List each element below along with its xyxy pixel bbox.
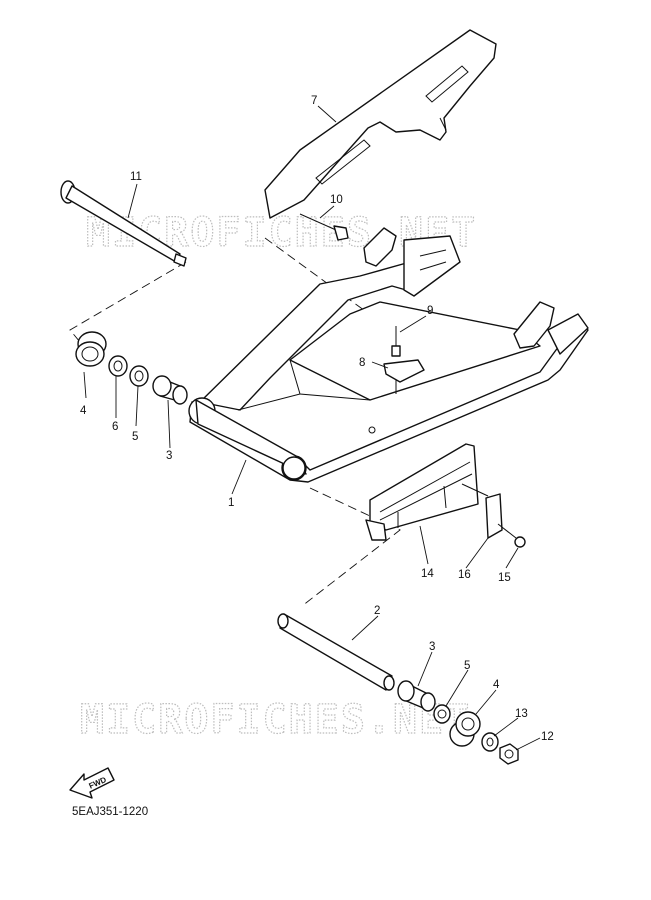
ring-5-right (433, 704, 451, 724)
callout-5-left: 5 (132, 431, 138, 443)
lower-shaft (277, 613, 395, 691)
callout-3-right: 3 (429, 641, 435, 653)
callout-7: 7 (311, 95, 317, 107)
collar-3-left (152, 375, 188, 405)
callout-11: 11 (130, 171, 142, 183)
nut-12 (499, 743, 519, 765)
callout-15: 15 (498, 572, 511, 584)
bracket-8 (383, 359, 425, 394)
callout-13: 13 (515, 708, 528, 720)
callout-10: 10 (330, 194, 343, 206)
callout-numbers: 7 10 11 9 8 4 6 5 3 1 14 16 15 2 3 5 4 1… (80, 95, 554, 743)
assembly-guide-lines (69, 237, 401, 607)
callout-14: 14 (421, 568, 434, 580)
callout-16: 16 (458, 569, 471, 581)
callout-1: 1 (228, 497, 234, 509)
bolt-9 (391, 326, 401, 357)
callout-6: 6 (112, 421, 118, 433)
callout-8: 8 (359, 357, 365, 369)
chain-slider (365, 443, 479, 541)
washer-6 (108, 355, 128, 377)
collar-3-right (397, 680, 436, 712)
watermark-bottom: MICROFICHES.NET (80, 697, 471, 743)
bushing-cup-right (449, 711, 481, 747)
forward-arrow-icon: FWD (69, 767, 115, 799)
bushing-cup-left (75, 331, 107, 367)
callout-3-left: 3 (166, 450, 172, 462)
callout-4-left: 4 (80, 405, 87, 417)
callout-2: 2 (374, 605, 380, 617)
washer-13 (481, 732, 499, 752)
screw-15 (497, 523, 526, 548)
diagram-code: 5EAJ351-1220 (72, 806, 149, 818)
callout-4-right: 4 (493, 679, 500, 691)
pivot-shaft (60, 180, 187, 267)
swingarm (188, 227, 589, 483)
callout-5-right: 5 (464, 660, 470, 672)
ring-5-left (129, 365, 149, 387)
callout-9: 9 (427, 305, 433, 317)
leader-lines (83, 105, 541, 751)
chain-guard (264, 29, 497, 219)
bolt-10 (299, 213, 349, 241)
plate-16 (461, 483, 503, 539)
callout-12: 12 (541, 731, 554, 743)
